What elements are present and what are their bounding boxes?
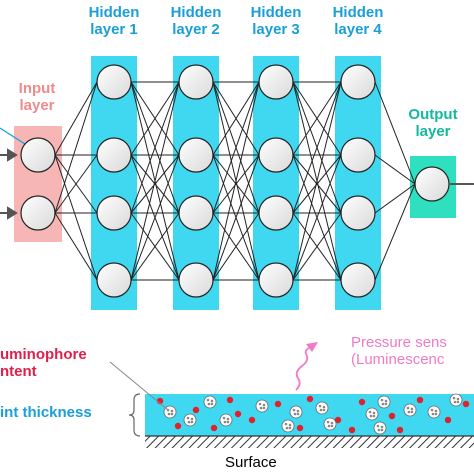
binder-particle (449, 393, 463, 407)
hidden-node (178, 137, 214, 173)
luminophore-dot (248, 416, 256, 424)
luminophore-dot (296, 424, 304, 432)
hidden-node (340, 262, 376, 298)
luminescence-arrow (295, 345, 313, 391)
connection-line (292, 81, 342, 281)
paint-thickness-label: int thickness (0, 404, 92, 421)
nodes (20, 64, 450, 298)
binder-particle (377, 395, 391, 409)
connection-line (130, 81, 180, 156)
hidden-node (340, 137, 376, 173)
connection-line (374, 183, 416, 214)
connection-line (54, 81, 98, 214)
hidden-node (178, 195, 214, 231)
binder-particle (365, 407, 379, 421)
luminescence-arrowhead (306, 342, 318, 352)
hidden-node (178, 262, 214, 298)
luminophore-dot (174, 422, 182, 430)
binder-particle (315, 401, 329, 415)
connection-line (212, 154, 260, 281)
hidden-node (258, 64, 294, 100)
luminophore-dot (226, 396, 234, 404)
luminophore-dot (192, 406, 200, 414)
connection-line (54, 212, 98, 281)
luminophore-pointer-line (109, 361, 169, 411)
luminophore-dot (334, 416, 342, 424)
pressure-sensing-label: Pressure sens(Luminescenc (351, 334, 447, 369)
output-node (414, 166, 450, 202)
hidden-node (340, 195, 376, 231)
connection-line (212, 81, 260, 156)
connection-line (130, 81, 180, 281)
binder-particle (427, 405, 441, 419)
connection-line (54, 154, 98, 214)
connection-line (130, 154, 180, 214)
luminophore-dot (306, 395, 314, 403)
connection-line (54, 154, 98, 281)
luminophore-dot (234, 410, 242, 418)
binder-particle (373, 421, 387, 435)
binder-particle (289, 405, 303, 419)
surface-hatch (145, 436, 474, 448)
input-node (20, 195, 56, 231)
hidden-node (340, 64, 376, 100)
hidden-node (258, 262, 294, 298)
hidden-node (96, 262, 132, 298)
particles (156, 393, 470, 435)
luminophore-dot (444, 416, 452, 424)
luminophore-dot (358, 398, 366, 406)
hidden-node (178, 64, 214, 100)
connection-line (130, 154, 180, 281)
input-arrows (0, 148, 18, 220)
binder-particle (281, 419, 295, 433)
luminophore-dot (396, 426, 404, 434)
connection-line (292, 212, 342, 281)
surface-label: Surface (225, 454, 277, 471)
connection-line (374, 154, 416, 185)
connection-line (130, 81, 180, 214)
connection-line (292, 154, 342, 214)
binder-particle (255, 399, 269, 413)
connection-line (292, 81, 342, 156)
hidden-node (96, 195, 132, 231)
input-node (20, 137, 56, 173)
luminophore-dot (416, 396, 424, 404)
binder-particle (183, 413, 197, 427)
connection-line (374, 183, 416, 281)
connection-line (130, 212, 180, 281)
luminophore-dot (388, 412, 396, 420)
input-pointer-line (0, 127, 29, 147)
connection-line (212, 81, 260, 281)
connection-line (212, 154, 260, 214)
binder-particle (323, 417, 337, 431)
thickness-brace (128, 393, 141, 437)
binder-particle (203, 395, 217, 409)
binder-particle (219, 413, 233, 427)
connection-line (54, 81, 98, 156)
hidden-node (258, 137, 294, 173)
luminophore-dot (274, 400, 282, 408)
hidden-node (96, 137, 132, 173)
binder-particle (403, 403, 417, 417)
connection-line (292, 81, 342, 214)
connections (54, 81, 416, 281)
luminophore-dot (348, 426, 356, 434)
hidden-node (96, 64, 132, 100)
luminophore-dot (210, 424, 218, 432)
connection-line (212, 81, 260, 214)
connection-line (212, 212, 260, 281)
luminophore-dot (462, 400, 470, 408)
connection-line (374, 81, 416, 185)
hidden-node (258, 195, 294, 231)
connection-line (292, 154, 342, 281)
